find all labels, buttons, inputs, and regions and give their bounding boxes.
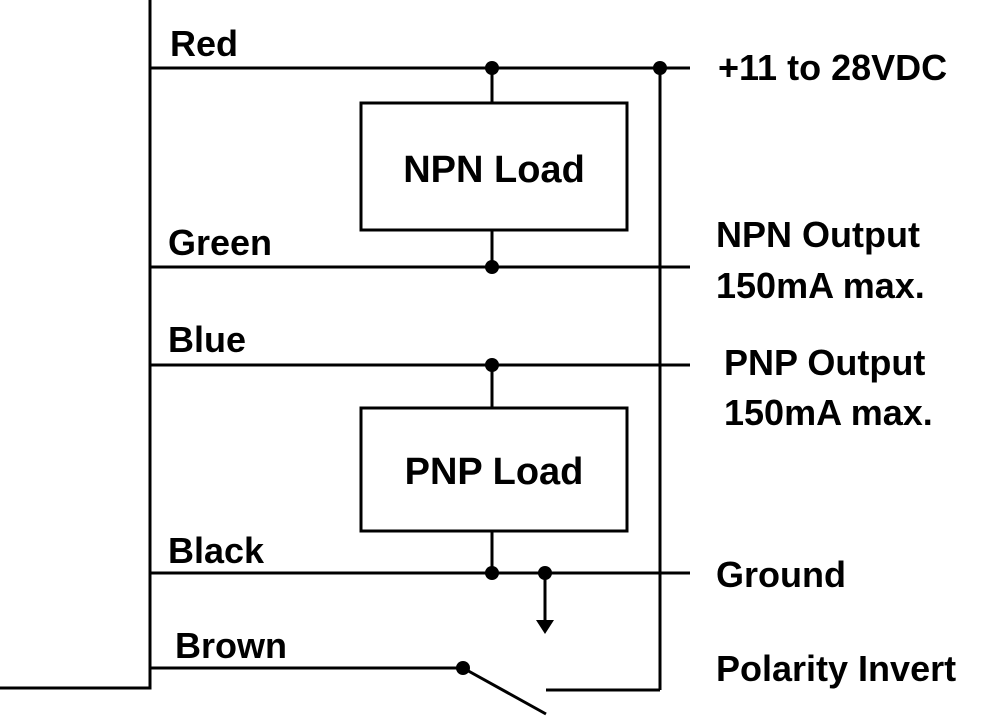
polarity-invert-label: Polarity Invert <box>716 648 956 689</box>
junction-dot <box>538 566 552 580</box>
wire-label-black: Black <box>168 530 265 571</box>
ground-label: Ground <box>716 554 846 595</box>
wire-label-brown: Brown <box>175 625 287 666</box>
pnp-load-label: PNP Load <box>405 451 584 493</box>
wire-label-green: Green <box>168 222 272 263</box>
junction-dot <box>485 260 499 274</box>
junction-dot <box>485 566 499 580</box>
wire-label-blue: Blue <box>168 319 246 360</box>
junction-dot <box>485 358 499 372</box>
junction-dot <box>485 61 499 75</box>
pnp-load-box <box>359 406 629 533</box>
npn-load-label: NPN Load <box>403 149 585 191</box>
polarity-switch-arm <box>462 666 547 716</box>
npn-output-rating: 150mA max. <box>716 265 925 306</box>
switch-pivot-dot <box>456 661 470 675</box>
pnp-output-rating: 150mA max. <box>724 392 933 433</box>
supply-label: +11 to 28VDC <box>718 47 947 88</box>
junction-dot <box>653 61 667 75</box>
npn-output-label: NPN Output <box>716 214 920 255</box>
sensor-body <box>0 0 152 690</box>
ground-arrow-icon <box>536 620 554 634</box>
wire-label-red: Red <box>170 23 238 64</box>
pnp-output-label: PNP Output <box>724 342 925 383</box>
npn-load-box <box>359 101 629 232</box>
